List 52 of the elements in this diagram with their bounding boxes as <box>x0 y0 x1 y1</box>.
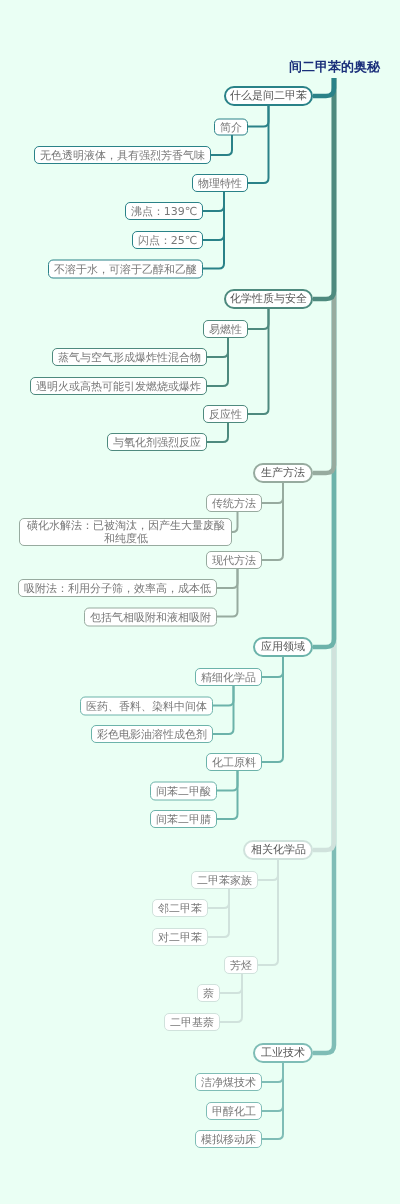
connector-line <box>247 308 270 415</box>
detail-box: 间苯二甲腈 <box>150 810 217 828</box>
topic-box: 应用领域 <box>253 637 313 657</box>
detail-box: 无色透明液体，具有强烈芳香气味 <box>34 146 211 164</box>
connector-line <box>216 568 239 618</box>
detail-box: 邻二甲苯 <box>152 899 208 917</box>
connector-line <box>210 134 233 156</box>
detail-box: 包括气相吸附和液相吸附 <box>84 607 217 626</box>
subtopic-box: 传统方法 <box>206 494 262 512</box>
subtopic-box: 反应性 <box>203 405 248 423</box>
subtopic-box: 现代方法 <box>206 551 262 569</box>
connector-line <box>206 337 229 387</box>
detail-box: 蒸气与空气形成爆炸性混合物 <box>52 348 207 366</box>
connector-line <box>261 1062 284 1140</box>
subtopic-box: 甲醇化工 <box>206 1102 262 1120</box>
detail-box: 沸点：139℃ <box>124 202 203 220</box>
detail-box: 闪点：25℃ <box>131 231 203 249</box>
connector-line <box>261 482 284 561</box>
detail-box: 彩色电影油溶性成色剂 <box>91 725 213 743</box>
topic-box: 工业技术 <box>253 1043 313 1063</box>
detail-box: 间苯二甲酸 <box>150 781 217 800</box>
subtopic-box: 洁净煤技术 <box>195 1073 262 1091</box>
subtopic-box: 物理特性 <box>192 174 248 192</box>
subtopic-box: 二甲苯家族 <box>191 871 258 889</box>
detail-box: 不溶于水，可溶于乙醇和乙醚 <box>48 259 203 278</box>
connector-line <box>216 770 239 820</box>
topic-box: 什么是间二甲苯 <box>224 86 313 106</box>
detail-box: 吸附法：利用分子筛，效率高，成本低 <box>18 579 217 597</box>
subtopic-box: 芳烃 <box>224 956 258 974</box>
detail-box: 磺化水解法：已被淘汰，因产生大量废酸和纯度低 <box>19 518 232 546</box>
subtopic-box: 简介 <box>214 118 248 135</box>
detail-box: 对二甲苯 <box>152 928 208 946</box>
detail-box: 与氧化剂强烈反应 <box>107 433 207 451</box>
connector-line <box>212 685 235 735</box>
topic-box: 化学性质与安全 <box>224 289 313 309</box>
detail-box: 医药、香料、染料中间体 <box>80 696 213 715</box>
topic-box: 相关化学品 <box>243 840 313 860</box>
subtopic-box: 精细化学品 <box>195 668 262 686</box>
subtopic-box: 化工原料 <box>206 753 262 771</box>
detail-box: 二甲基萘 <box>164 1013 220 1031</box>
title-text: 间二甲苯的奥秘 <box>288 56 380 78</box>
connector-line <box>206 422 229 443</box>
connector-line <box>202 191 225 270</box>
connector-line <box>247 105 270 184</box>
detail-box: 萘 <box>197 984 220 1002</box>
connector-line <box>231 511 239 533</box>
detail-box: 遇明火或高热可能引发燃烧或爆炸 <box>30 377 207 395</box>
subtopic-box: 易燃性 <box>203 320 248 338</box>
topic-box: 生产方法 <box>253 463 313 483</box>
subtopic-box: 模拟移动床 <box>195 1130 262 1148</box>
connector-line <box>313 78 337 99</box>
connector-line <box>261 656 284 763</box>
